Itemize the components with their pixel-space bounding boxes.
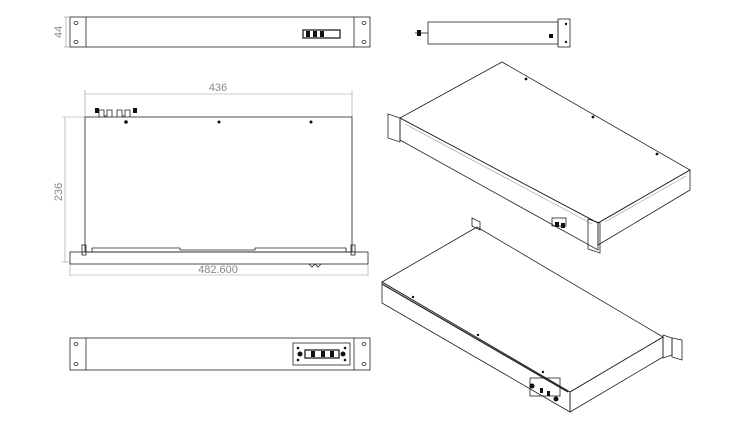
dimension-height: 44 xyxy=(53,26,65,38)
top-view: 436 236 482.600 xyxy=(53,82,369,276)
isometric-view-bottom xyxy=(381,217,683,413)
isometric-view-top xyxy=(387,61,691,254)
rear-view xyxy=(69,337,371,371)
front-view-top: 44 xyxy=(53,16,371,48)
dimension-depth: 236 xyxy=(53,183,65,201)
side-view xyxy=(415,18,571,48)
dimension-body-width: 436 xyxy=(209,82,227,94)
rear-connector-plate xyxy=(292,342,351,366)
dimension-overall-width: 482.600 xyxy=(198,264,238,276)
connector-panel xyxy=(302,29,341,39)
